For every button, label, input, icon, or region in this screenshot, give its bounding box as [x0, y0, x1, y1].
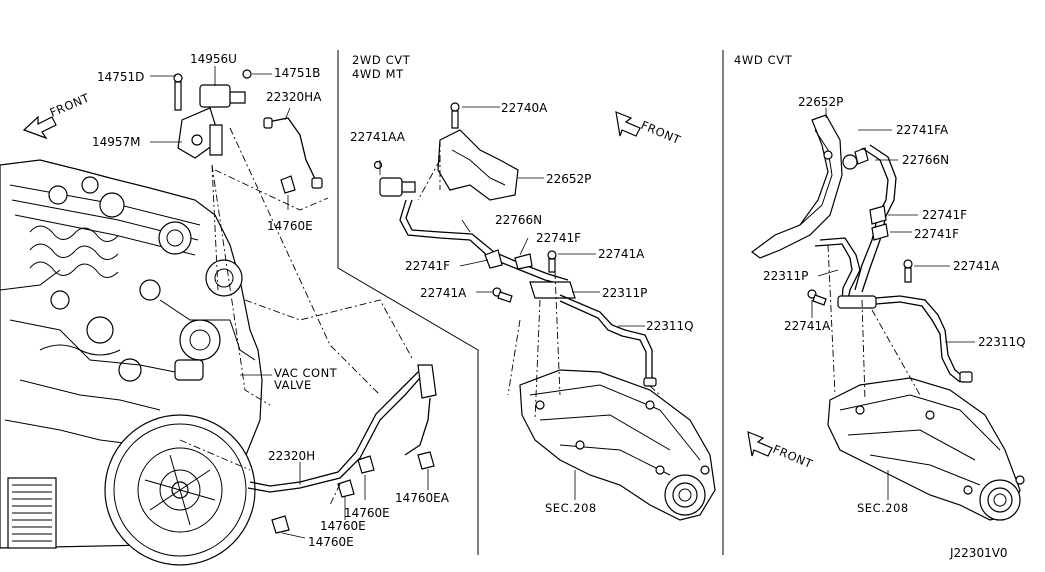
label-22741F-mid-b: 22741F: [405, 259, 450, 273]
diagram-code: J22301V0: [949, 546, 1008, 560]
divider-left: [337, 50, 479, 555]
header-4wd-cvt: 4WD CVT: [734, 53, 793, 67]
svg-text:FRONT: FRONT: [771, 442, 815, 471]
label-22652P-mid: 22652P: [546, 172, 591, 186]
clip-14760E-a: [337, 479, 355, 498]
label-22766N-right: 22766N: [902, 153, 949, 167]
leaders-middle: [379, 106, 645, 500]
label-22741A-right-b: 22741A: [784, 319, 831, 333]
front-arrow-middle: FRONT: [615, 111, 683, 147]
label-14760E-top: 14760E: [267, 219, 313, 233]
label-22320H: 22320H: [268, 449, 315, 463]
clip-14760E-c: [271, 515, 290, 534]
middle-assembly: [373, 102, 716, 521]
label-22311Q-right: 22311Q: [978, 335, 1026, 349]
transmission-mid: [519, 369, 716, 521]
label-sec208-mid: SEC.208: [545, 501, 597, 515]
clip-14760E-top: [280, 175, 296, 194]
engine-assembly: [0, 159, 263, 566]
label-22741F-right-a: 22741F: [922, 208, 967, 222]
label-22311P-mid: 22311P: [602, 286, 647, 300]
label-22652P-right: 22652P: [798, 95, 843, 109]
label-22741F-mid-a: 22741F: [536, 231, 581, 245]
label-22741FA: 22741FA: [896, 123, 949, 137]
front-arrow-left: FRONT: [22, 90, 92, 140]
label-22766N-mid: 22766N: [495, 213, 542, 227]
vac-cont-valve-body: [174, 359, 204, 381]
vac-valve-top: [173, 69, 252, 159]
header-4wd-mt: 4WD MT: [352, 67, 404, 81]
label-valve: VALVE: [274, 378, 312, 392]
hose-22320HA: [267, 117, 319, 186]
label-22311P-right: 22311P: [763, 269, 808, 283]
label-14760E-b: 14760E: [320, 519, 366, 533]
clip-14760E-b: [357, 455, 375, 474]
label-22740A: 22740A: [501, 101, 548, 115]
svg-text:FRONT: FRONT: [639, 118, 683, 147]
label-22320HA: 22320HA: [266, 90, 322, 104]
front-arrow-right: FRONT: [747, 431, 815, 471]
label-14751B: 14751B: [274, 66, 320, 80]
label-22741A-right-a: 22741A: [953, 259, 1000, 273]
bracket-22652P-right: [750, 114, 843, 259]
label-22311Q-mid: 22311Q: [646, 319, 694, 333]
label-22741F-right-b: 22741F: [914, 227, 959, 241]
leaders-right: [811, 108, 975, 500]
svg-text:FRONT: FRONT: [48, 90, 92, 119]
label-22741A-mid-b: 22741A: [420, 286, 467, 300]
label-sec208-right: SEC.208: [857, 501, 909, 515]
label-22741A-mid-a: 22741A: [598, 247, 645, 261]
label-14956U: 14956U: [190, 52, 237, 66]
hose-22320H: [247, 371, 431, 493]
clip-14760EA: [417, 451, 435, 470]
header-2wd-cvt: 2WD CVT: [352, 53, 411, 67]
label-14760E-a: 14760E: [344, 506, 390, 520]
leaders-left: [150, 66, 429, 539]
label-14760E-c: 14760E: [308, 535, 354, 549]
label-14957M: 14957M: [92, 135, 141, 149]
label-14760EA: 14760EA: [395, 491, 450, 505]
label-vac-cont: VAC CONT: [274, 366, 338, 380]
right-assembly: [750, 114, 1025, 521]
label-14751D: 14751D: [97, 70, 144, 84]
label-22741AA: 22741AA: [350, 130, 406, 144]
bracket-22652P-mid: [437, 129, 519, 201]
